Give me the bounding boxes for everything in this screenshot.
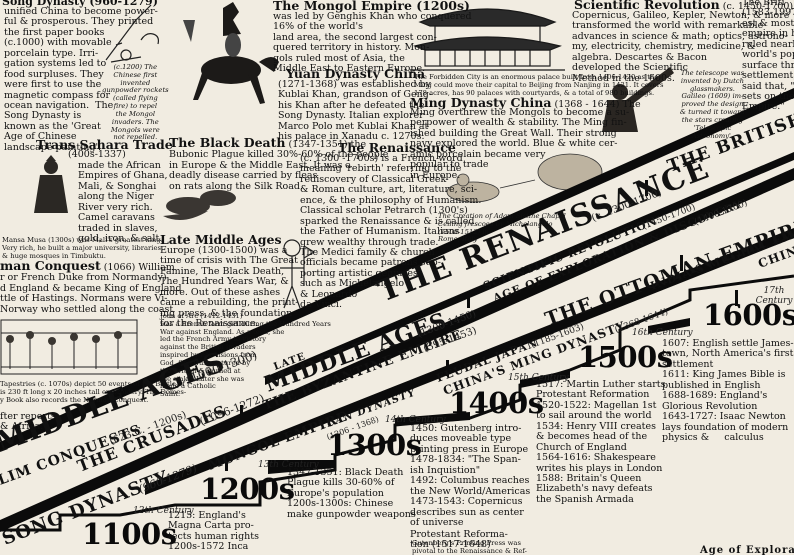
scientific-revolution-heading: Scientific Revolution (c. 1450-1700) (574, 0, 793, 12)
yuan-dynasty-title: Yuan Dynasty China (286, 66, 426, 81)
century-1400s-sub: 15th Century (508, 373, 569, 383)
band-renaissance-line (265, 152, 794, 385)
century-1400s: 1400s (449, 386, 544, 420)
century-1500s-sub: 16th Century (632, 328, 693, 338)
firing-rocket-illustration (105, 4, 160, 63)
century-1600s-sub: 17th Century (755, 286, 793, 306)
age-of-exploration-bottom: Age of Exploration & Discov (699, 545, 794, 555)
astronomer-telescope-icon (602, 67, 674, 132)
black-death-heading: The Black Death (1347-1351) the Bubonic … (169, 136, 388, 192)
protestant-reformation-text: Protestant Reforma- tion (1517-1648) (410, 529, 508, 551)
band-song-crusades-line (0, 168, 794, 532)
trans-sahara-dates: (400s-1337) (68, 149, 126, 160)
late-middle-ages-title: Late Middle Ages (160, 232, 282, 247)
mansa-musa-caption: Mansa Musa (1300s) was Mali's greatest k… (2, 236, 164, 260)
song-dynasty-text: unified China to become power- ful & pro… (4, 6, 158, 153)
norman-conquest-dates: (1066) William r or French Duke from Nor… (0, 262, 182, 315)
trans-sahara-text: made the African Empires of Ghana, Mali,… (78, 160, 168, 245)
scientific-revolution-dates: (c. 1450-1700) (719, 1, 794, 12)
renaissance-title: The Renaissance (338, 140, 456, 155)
forbidden-city-caption: The Forbidden City is an enormous palace… (414, 73, 664, 97)
century-1100s-sub: 12th Century (133, 506, 194, 516)
events-1200s-text: 1215: England's Magna Carta pro- tects h… (168, 510, 259, 553)
after-reports-text: fter reports & Africa. (0, 411, 56, 433)
rats-plague-illustration (163, 190, 245, 224)
bayeux-tapestry-caption: Tapestries (c. 1070s) depict 50 events o… (0, 380, 187, 404)
century-staircase-border (0, 274, 794, 532)
song-dynasty-title: Song Dynasty (960-1279) (2, 0, 158, 8)
norman-conquest-heading: man Conquest (1066) William r or French … (0, 259, 182, 315)
telescope-caption: The telescope was invented by Dutch glas… (680, 69, 745, 140)
century-1100s: 1100s (82, 517, 177, 551)
century-1200s-sub: 13th Century (258, 460, 319, 470)
black-death-title: The Black Death (169, 135, 286, 150)
mansa-musa-illustration (34, 155, 68, 213)
events-1400s-text: 1450: Gutenberg intro- duces moveable ty… (410, 423, 531, 528)
ming-dynasty-dates: (1368 - 1644) The (551, 99, 641, 110)
band-mongol-line (145, 228, 794, 495)
band-middle-ages-line (0, 88, 794, 452)
century-1600s: 1600s (703, 298, 794, 332)
century-1200s: 1200s (200, 472, 295, 506)
mongol-horse-rider-icon (183, 2, 279, 104)
ming-dynasty-title: Ming Dynasty China (410, 95, 552, 110)
british-empire-text: The Briti (1583-1997 est & most p empire… (742, 0, 794, 113)
yuan-dynasty-text: (1271-1368) was established by Kublai Kh… (278, 79, 432, 143)
mongol-empire-text: was led by Genghis Khan who conquered 16… (273, 11, 472, 75)
scientific-revolution-text: Copernicus, Galileo, Kepler, Newton, & m… (572, 10, 790, 84)
trans-sahara-title: Trans Sahara Trade (36, 137, 173, 152)
events-1300s-text: 1347-1351: Black Death Plague kills 30-6… (287, 467, 416, 520)
century-1500s: 1500s (578, 340, 673, 374)
events-1500s-text: 1517: Martin Luther starts Protestant Re… (536, 379, 666, 505)
black-death-dates: (1347-1351) the Bubonic Plague killed 30… (169, 139, 389, 192)
joan-of-arc-illustration (280, 239, 315, 309)
norman-conquest-title: man Conquest (0, 258, 101, 273)
events-1600s-text: 1607: English settle James- town, North … (662, 338, 794, 443)
ming-dynasty-text: Ming overthrew the Mongols to become a s… (410, 107, 630, 181)
trans-sahara-heading: Trans Sahara Trade (36, 138, 173, 152)
joan-of-arc-caption: Joan of Arc (1412-1431) was a French far… (160, 312, 331, 399)
mongol-empire-title: The Mongol Empire (1200s) (273, 0, 470, 13)
creation-of-adam-caption: The Creation of Adam Sistine Chapel Ceil… (438, 212, 566, 244)
gunpowder-caption: (c.1200) The Chinese first invented gunp… (102, 63, 169, 142)
ming-dynasty-heading: Ming Dynasty China (1368 - 1644) The (410, 96, 641, 110)
gutenberg-caption: Gutenberg's Printing Press was pivotal t… (412, 539, 527, 555)
bayeux-tapestry-illustration (0, 319, 138, 375)
century-1300s: 1300s (327, 428, 422, 462)
century-1300s-sub: 14th Century (385, 415, 446, 425)
late-middle-ages-text: Europe (1300-1500) was a time of crisis … (160, 245, 299, 330)
scientific-revolution-title: Scientific Revolution (574, 0, 720, 12)
renaissance-text: (c. 1300 -1700s) is a French word meanin… (300, 153, 482, 311)
forbidden-city-palace-icon (410, 8, 565, 71)
